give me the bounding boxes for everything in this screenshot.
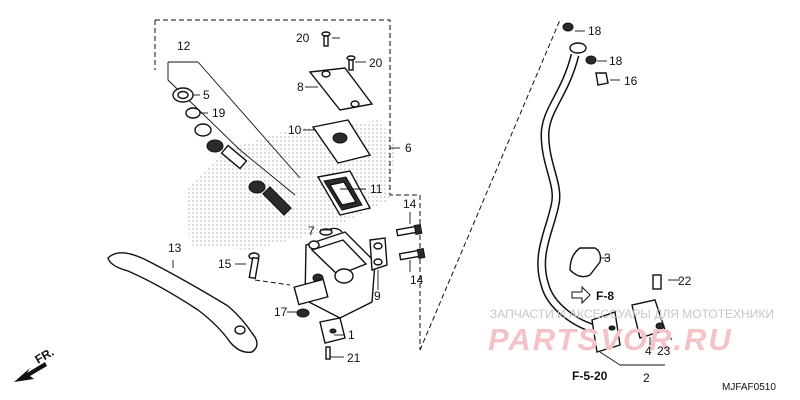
callout-9: 9 <box>374 289 381 303</box>
reservoir-cover <box>308 67 374 111</box>
callout-19: 19 <box>212 106 226 120</box>
screw-17 <box>296 308 310 318</box>
callout-20a: 20 <box>296 31 310 45</box>
callout-16: 16 <box>624 74 638 88</box>
callout-23: 23 <box>657 344 671 358</box>
callout-17: 17 <box>274 305 288 319</box>
screw-7 <box>319 227 343 236</box>
screw-21 <box>325 346 331 360</box>
diagram-code: MJFAF0510 <box>722 382 776 393</box>
callout-5: 5 <box>203 88 210 102</box>
callout-6: 6 <box>405 141 412 155</box>
front-direction-arrow <box>14 362 47 382</box>
reference-f8: F-8 <box>596 289 614 303</box>
leader-lines <box>172 30 673 358</box>
callout-13: 13 <box>168 241 182 255</box>
watermark-line2: PARTSVOR.RU <box>488 322 733 357</box>
screw-20b <box>346 55 356 71</box>
callout-3: 3 <box>604 251 611 265</box>
callout-1: 1 <box>348 328 355 342</box>
master-cylinder-body <box>293 231 376 319</box>
bolt-14b <box>398 247 426 261</box>
diaphragm-plate <box>311 119 372 164</box>
f8-reference-arrow <box>571 285 591 305</box>
diaphragm <box>316 170 372 216</box>
callout-10: 10 <box>288 123 302 137</box>
callout-14b: 14 <box>410 273 424 287</box>
callout-11: 11 <box>370 182 383 196</box>
callout-18a: 18 <box>588 24 602 38</box>
screw-20a <box>321 31 331 47</box>
piston-set <box>172 87 292 216</box>
hose-clamp <box>569 247 602 278</box>
shaded-background-area <box>185 120 395 250</box>
hose-joint-bracket <box>591 274 666 353</box>
callout-20b: 20 <box>369 56 383 70</box>
bolt-15 <box>248 252 260 280</box>
front-stop-switch <box>319 317 346 344</box>
callout-15: 15 <box>218 257 232 271</box>
watermark-line1: ЗАПЧАСТИ И АКСЕССУАРЫ ДЛЯ МОТОТЕХНИКИ <box>490 307 774 321</box>
callout-2: 2 <box>643 371 650 385</box>
assembly-dashed-border <box>155 19 421 350</box>
bolt-14a <box>395 223 423 237</box>
master-cylinder-holder <box>369 237 388 271</box>
front-label: FR. <box>33 345 57 367</box>
callout-4: 4 <box>645 344 652 358</box>
brake-hose <box>537 22 609 335</box>
callout-22: 22 <box>678 274 692 288</box>
brake-lever <box>107 252 258 353</box>
callout-7: 7 <box>308 224 315 238</box>
callout-12: 12 <box>177 39 191 53</box>
callout-8: 8 <box>297 80 304 94</box>
callout-21: 21 <box>347 351 361 365</box>
reference-f5-20: F-5-20 <box>572 369 608 383</box>
callout-14a: 14 <box>403 197 417 211</box>
callout-18b: 18 <box>609 54 623 68</box>
